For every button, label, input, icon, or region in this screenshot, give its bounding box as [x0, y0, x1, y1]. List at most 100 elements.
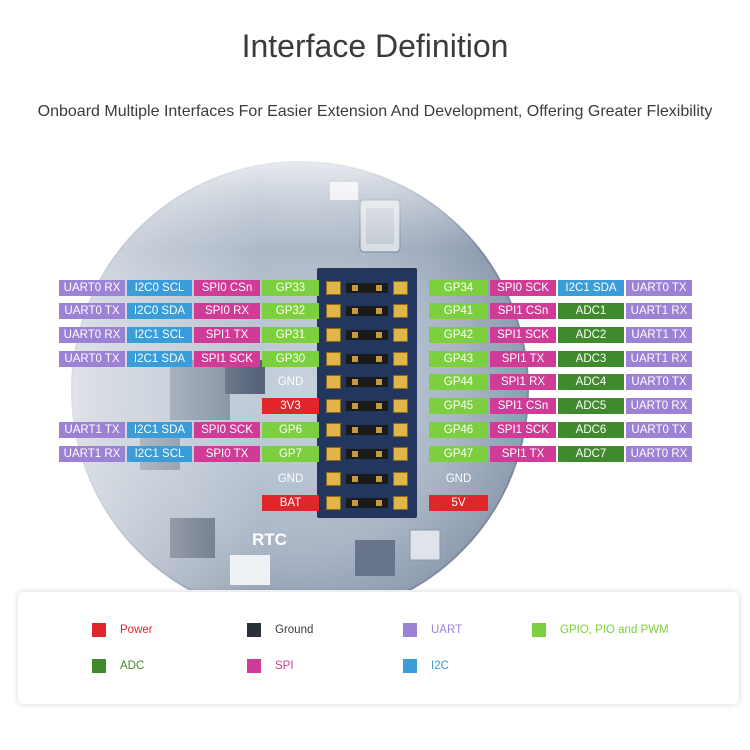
- pin-label: UART0 TX: [626, 374, 692, 390]
- header-pin-row: [324, 375, 410, 389]
- pin-pad: [326, 447, 341, 461]
- red-square-icon: [92, 623, 106, 637]
- header-pin-row: [324, 352, 410, 366]
- pin-label: BAT: [262, 495, 319, 511]
- legend-label: GPIO, PIO and PWM: [560, 624, 669, 636]
- pin-label: UART0 TX: [59, 303, 125, 319]
- pin-pad: [326, 472, 341, 486]
- pin-label: GP32: [262, 303, 319, 319]
- pin-label: UART0 RX: [59, 327, 125, 343]
- pin-pad: [326, 496, 341, 510]
- pin-label: SPI0 TX: [194, 446, 260, 462]
- legend-label: ADC: [120, 660, 145, 672]
- rtc-label: RTC: [252, 530, 287, 549]
- purple-square-icon: [403, 623, 417, 637]
- pin-housing: [346, 498, 388, 508]
- pin-label: ADC2: [558, 327, 624, 343]
- pin-label: ADC6: [558, 422, 624, 438]
- header-pin-row: [324, 281, 410, 295]
- pin-label: GP34: [429, 280, 488, 296]
- pin-label: 3V3: [262, 398, 319, 414]
- black-square-icon: [247, 623, 261, 637]
- pin-label: UART1 RX: [626, 303, 692, 319]
- legend-label: Ground: [275, 624, 314, 636]
- pin-label: SPI0 SCK: [490, 280, 556, 296]
- legend-label: Power: [120, 624, 153, 636]
- page-title: Interface Definition: [241, 28, 509, 64]
- pin-label: GP6: [262, 422, 319, 438]
- pin-label: ADC1: [558, 303, 624, 319]
- pin-pad: [393, 399, 408, 413]
- pin-label: GP46: [429, 422, 488, 438]
- pin-label: UART1 TX: [59, 422, 125, 438]
- green-square-icon: [532, 623, 546, 637]
- header-pin-row: [324, 423, 410, 437]
- pin-label: ADC4: [558, 374, 624, 390]
- header-pin-row: [324, 447, 410, 461]
- pin-pad: [393, 328, 408, 342]
- pin-label: GP30: [262, 351, 319, 367]
- pin-pad: [326, 399, 341, 413]
- pin-housing: [346, 377, 388, 387]
- pin-label: GP47: [429, 446, 488, 462]
- pin-label: SPI1 RX: [490, 374, 556, 390]
- pin-label: GP41: [429, 303, 488, 319]
- pin-label: GND: [445, 473, 472, 485]
- pin-pad: [326, 423, 341, 437]
- blue-square-icon: [403, 659, 417, 673]
- pin-label: ADC5: [558, 398, 624, 414]
- magenta-square-icon: [247, 659, 261, 673]
- legend-label: UART: [431, 624, 463, 636]
- pin-label: 5V: [429, 495, 488, 511]
- pin-pad: [393, 352, 408, 366]
- pin-label: GP45: [429, 398, 488, 414]
- legend-label: SPI: [275, 660, 294, 672]
- pin-housing: [346, 283, 388, 293]
- pin-label: SPI1 TX: [194, 327, 260, 343]
- pin-label: UART0 RX: [626, 446, 692, 462]
- pin-label: UART0 TX: [626, 280, 692, 296]
- pin-label: SPI0 RX: [194, 303, 260, 319]
- dark-green-square-icon: [92, 659, 106, 673]
- pin-label: I2C1 SDA: [558, 280, 624, 296]
- header-pin-row: [324, 328, 410, 342]
- pin-label: UART0 TX: [59, 351, 125, 367]
- pin-housing: [346, 330, 388, 340]
- pin-label: SPI1 SCK: [490, 327, 556, 343]
- header-pin-row: [324, 496, 410, 510]
- pin-label: I2C0 SCL: [127, 280, 192, 296]
- pin-label: UART1 TX: [626, 327, 692, 343]
- pin-label: GP42: [429, 327, 488, 343]
- pin-pad: [393, 423, 408, 437]
- legend-label: I2C: [431, 660, 449, 672]
- pin-label: I2C1 SCL: [127, 327, 192, 343]
- pin-label: GP7: [262, 446, 319, 462]
- pin-housing: [346, 449, 388, 459]
- pin-housing: [346, 401, 388, 411]
- pin-pad: [393, 496, 408, 510]
- pin-label: ADC7: [558, 446, 624, 462]
- pin-label: I2C1 SDA: [127, 351, 192, 367]
- pin-label: GP33: [262, 280, 319, 296]
- pin-label: UART1 RX: [59, 446, 125, 462]
- header-pin-row: [324, 399, 410, 413]
- pin-pad: [326, 304, 341, 318]
- pin-pad: [393, 472, 408, 486]
- pin-label: GP44: [429, 374, 488, 390]
- pin-pad: [326, 375, 341, 389]
- pin-label: SPI0 SCK: [194, 422, 260, 438]
- pin-housing: [346, 474, 388, 484]
- pin-label: SPI0 CSn: [194, 280, 260, 296]
- pin-label: I2C1 SCL: [127, 446, 192, 462]
- pin-pad: [393, 304, 408, 318]
- page-subtitle: Onboard Multiple Interfaces For Easier E…: [37, 103, 713, 120]
- pin-housing: [346, 306, 388, 316]
- header-pin-row: [324, 472, 410, 486]
- pin-label: UART0 RX: [59, 280, 125, 296]
- pin-pad: [393, 281, 408, 295]
- pin-pad: [393, 375, 408, 389]
- pin-pad: [393, 447, 408, 461]
- pin-pad: [326, 281, 341, 295]
- header-pin-row: [324, 304, 410, 318]
- pin-label: I2C0 SDA: [127, 303, 192, 319]
